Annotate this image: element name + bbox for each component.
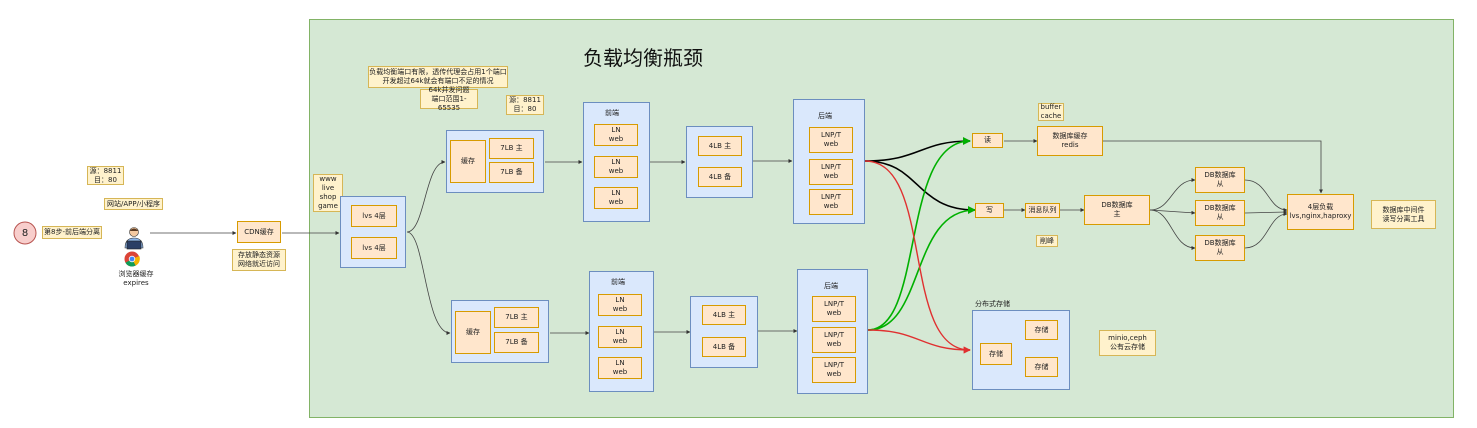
step-label: 第8步-前后端分离 <box>42 226 102 239</box>
branch2-frontend-node-1: LN web <box>598 294 642 316</box>
branch1-frontend-node-3: LN web <box>594 187 638 209</box>
branch1-backend-node-2: LNP/T web <box>809 159 853 185</box>
page-title: 负载均衡瓶颈 <box>583 46 703 70</box>
branch2-backend-node-1: LNP/T web <box>812 296 856 322</box>
branch2-backend-node-2: LNP/T web <box>812 327 856 353</box>
read-box: 读 <box>972 133 1003 148</box>
branch2-backend-node-3: LNP/T web <box>812 357 856 383</box>
branch1-backend-node-1: LNP/T web <box>809 127 853 153</box>
edge-slave2-l4lb <box>1244 210 1288 215</box>
db-slave-3: DB数据库 从 <box>1195 235 1245 261</box>
edge-redis-l4lb <box>1103 140 1323 194</box>
edge-slave1-l4lb <box>1244 179 1288 212</box>
edge-gateway-branch1 <box>406 160 446 233</box>
port-limit-note: 负载均衡端口有限，透传代理会占用1个端口 开发超过64k就会有端口不足的情况 <box>368 66 508 88</box>
buffer-cache-note: buffer cache <box>1038 103 1064 121</box>
branch1-frontend-node-1: LN web <box>594 124 638 146</box>
edge-b1-write <box>864 160 976 214</box>
branch2-l4-master: 4LB 主 <box>702 305 746 325</box>
branch2-l7-backup: 7LB 备 <box>494 332 539 353</box>
cdn-cache-box: CDN缓存 <box>237 221 281 243</box>
src-dst-ports-note: 源：8811 目：80 <box>506 95 544 115</box>
branch1-cache-box: 缓存 <box>450 140 486 183</box>
edge-b1-storage <box>864 160 971 354</box>
branch1-frontend-title: 前端 <box>605 109 619 117</box>
db-slave-2: DB数据库 从 <box>1195 200 1245 226</box>
edge-master-slave3 <box>1149 209 1196 250</box>
app-types-note: 网站/APP/小程序 <box>104 198 163 210</box>
edge-master-slave1 <box>1149 178 1196 211</box>
object-storage-note: minio,ceph 公有云存储 <box>1099 330 1156 356</box>
browser-cache-label: 浏览器缓存 expires <box>118 270 154 287</box>
write-box: 写 <box>975 203 1004 218</box>
branch1-backend-group <box>793 99 865 224</box>
lvs-node-2: lvs 4层 <box>351 237 397 259</box>
db-middleware-note: 数据库中间件 读写分离工具 <box>1371 200 1436 229</box>
branch2-frontend-title: 前端 <box>611 278 625 286</box>
branch1-l7-backup: 7LB 备 <box>489 162 534 183</box>
domain-list-note: www live shop game <box>313 174 343 212</box>
edge-master-slave2 <box>1149 209 1196 215</box>
storage-node-2: 存储 <box>980 343 1012 365</box>
branch2-frontend-node-3: LN web <box>598 357 642 379</box>
edge-gateway-branch2 <box>406 231 451 335</box>
port-range-note: 64k并发问题 端口范围1-65535 <box>420 86 478 112</box>
cdn-note: 存放静态资源 网络就近访问 <box>232 249 286 271</box>
storage-node-3: 存储 <box>1025 357 1058 377</box>
lvs-node-1: lvs 4层 <box>351 205 397 227</box>
db-master-box: DB数据库 主 <box>1084 195 1150 225</box>
l4-load-balancer-box: 4层负载 lvs,nginx,haproxy <box>1287 194 1354 230</box>
branch2-l4-backup: 4LB 备 <box>702 337 746 357</box>
branch1-backend-node-3: LNP/T web <box>809 189 853 215</box>
chrome-browser-icon <box>124 251 140 267</box>
branch2-backend-title: 后端 <box>824 282 838 290</box>
edge-b2-storage <box>867 329 971 354</box>
edge-slave3-l4lb <box>1244 212 1288 249</box>
edge-b2-write <box>867 206 976 331</box>
branch1-l4-backup: 4LB 备 <box>698 167 742 187</box>
branch1-backend-title: 后端 <box>818 112 832 120</box>
branch1-frontend-node-2: LN web <box>594 156 638 178</box>
branch1-l7-master: 7LB 主 <box>489 138 534 159</box>
branch2-frontend-node-2: LN web <box>598 326 642 348</box>
client-ports-note: 源：8811 目：80 <box>87 166 124 185</box>
step-number-badge: 8 <box>13 221 37 245</box>
edge-b2-read <box>867 137 971 331</box>
db-slave-1: DB数据库 从 <box>1195 167 1245 193</box>
edge-b1-read <box>864 137 971 162</box>
user-laptop-icon <box>124 227 144 250</box>
branch2-cache-box: 缓存 <box>455 311 491 354</box>
peak-shaving-note: 削峰 <box>1036 235 1058 247</box>
message-queue-box: 消息队列 <box>1025 203 1060 218</box>
branch1-l4-master: 4LB 主 <box>698 136 742 156</box>
branch2-l7-master: 7LB 主 <box>494 307 539 328</box>
svg-text:8: 8 <box>22 228 28 239</box>
storage-title: 分布式存储 <box>975 300 1010 308</box>
redis-cache-box: 数据库缓存 redis <box>1037 126 1103 156</box>
storage-node-1: 存储 <box>1025 320 1058 340</box>
